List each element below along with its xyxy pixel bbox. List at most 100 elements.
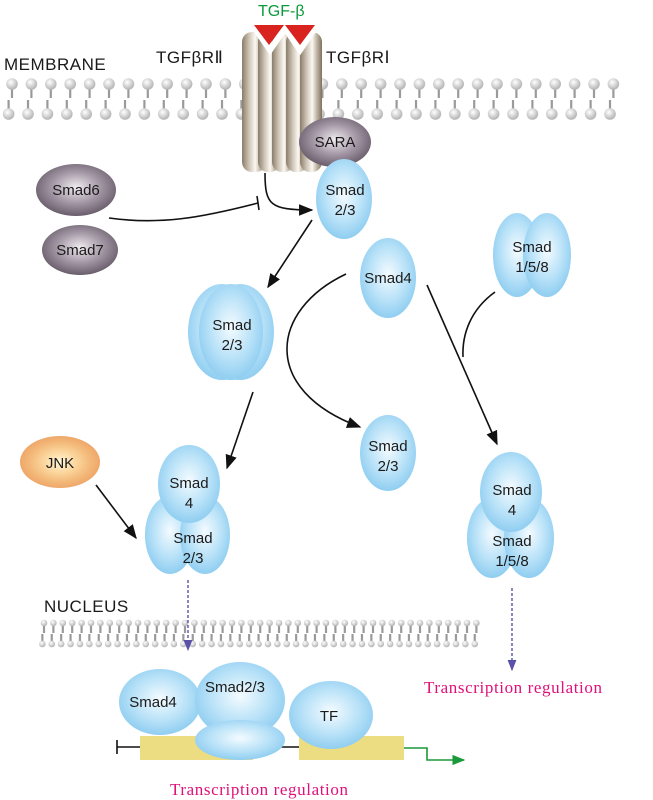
lipid-pair — [386, 619, 396, 648]
lipid-pair — [264, 619, 273, 648]
right-complex-bottom-line1: Smad — [492, 533, 531, 550]
tgfbr1-label: TGFβRⅠ — [326, 48, 390, 67]
lipid-pair — [236, 619, 245, 648]
dna-smad23-node-lower — [195, 720, 285, 760]
lipid-pair — [452, 619, 461, 648]
lipid-pair — [565, 78, 581, 120]
dna-smad4-node — [119, 669, 201, 735]
smad158-free-line1: Smad — [512, 239, 551, 256]
smad7-label: Smad7 — [56, 242, 104, 259]
lipid-pair — [302, 619, 311, 648]
lipid-pair — [604, 78, 620, 120]
lipid-pair — [39, 619, 48, 648]
lipid-pair — [177, 78, 193, 120]
lipid-pair — [349, 619, 358, 648]
lipid-pair — [142, 619, 151, 648]
dna-tf-node — [289, 681, 373, 749]
lipid-pair — [95, 619, 104, 648]
smad23-alone-node — [360, 415, 416, 491]
smad158-free-node — [493, 213, 571, 297]
lipid-pair — [424, 619, 433, 648]
lipid-pair — [161, 619, 170, 648]
lipid-pair — [151, 619, 161, 648]
lipid-pair — [330, 619, 339, 648]
smad6-label: Smad6 — [52, 182, 100, 199]
lipid-pair — [584, 78, 600, 120]
membrane-label: MEMBRANE — [4, 55, 106, 74]
lipid-pair — [526, 78, 542, 120]
lipid-pair — [429, 78, 445, 120]
left-complex-top-line2: 4 — [185, 495, 193, 512]
right-complex-top-line2: 4 — [508, 502, 516, 519]
lipid-pair — [76, 619, 85, 648]
smad23-receptor-line1: Smad — [325, 182, 364, 199]
arrow-trimer-to-left-complex — [225, 391, 254, 470]
inhibition-line — [108, 202, 259, 222]
smad23-trimer-line1: Smad — [212, 317, 251, 334]
lipid-pair — [274, 619, 283, 648]
lipid-pair — [396, 619, 405, 648]
lipid-pair — [245, 619, 255, 648]
smad23-alone-line1: Smad — [368, 438, 407, 455]
tgf-beta-label: TGF-β — [258, 3, 305, 20]
smad23-alone-line2: 2/3 — [378, 458, 399, 475]
inhibition-bar — [256, 195, 260, 211]
lipid-pair — [133, 619, 142, 648]
lipid-pair — [339, 619, 349, 648]
arrow-smad4-to-smad23 — [286, 273, 362, 428]
lipid-pair — [410, 78, 426, 120]
left-complex-node — [145, 445, 230, 574]
lipid-pair — [352, 78, 368, 120]
lipid-pair — [80, 78, 96, 120]
transcription-regulation-right: Transcription regulation — [424, 678, 603, 697]
lipid-pair — [170, 619, 179, 648]
sara-label: SARA — [315, 134, 356, 151]
dna-smad4-label: Smad4 — [129, 694, 177, 711]
activation-arrow — [264, 172, 314, 216]
lipid-pair — [198, 619, 208, 648]
lipid-pair — [468, 78, 484, 120]
lipid-pair — [546, 78, 561, 120]
sara-node — [299, 117, 371, 167]
right-complex-node — [467, 452, 554, 578]
lipid-pair — [2, 78, 18, 120]
smad23-receptor-node — [316, 159, 372, 239]
left-complex-bottom-line1: Smad — [173, 530, 212, 547]
lipid-pair — [86, 619, 95, 648]
left-complex-top-line1: Smad — [169, 475, 208, 492]
lipid-pair — [48, 619, 57, 648]
lipid-pair — [61, 78, 76, 120]
lipid-pair — [196, 78, 212, 120]
lipid-pair — [189, 619, 198, 648]
nucleus-label: NUCLEUS — [44, 597, 129, 616]
lipid-pair — [390, 78, 406, 120]
lipid-pair — [433, 619, 443, 648]
tgf-beta-ligand-icon — [254, 25, 284, 45]
lipid-pair — [123, 619, 132, 648]
lipid-pair — [283, 619, 292, 648]
smad158-free-line2: 1/5/8 — [515, 259, 548, 276]
lipid-pair — [377, 619, 386, 648]
lipid-pair — [449, 78, 465, 120]
smad23-trimer-line2: 2/3 — [222, 337, 243, 354]
lipid-pair — [321, 619, 330, 648]
smad158-join-line — [462, 291, 496, 358]
lipid-pair — [227, 619, 236, 648]
receptor-complex — [242, 22, 322, 172]
arrow-to-trimer — [267, 219, 313, 289]
ligand-binding-notch — [252, 22, 318, 56]
jnk-node — [20, 436, 100, 488]
lipid-pair — [471, 619, 480, 648]
lipid-pair — [487, 78, 503, 120]
lipid-pair — [119, 78, 135, 120]
lipid-pair — [368, 619, 377, 648]
lipid-pair — [292, 619, 302, 648]
smad4-free-label: Smad4 — [364, 270, 412, 287]
lipid-pair — [158, 78, 173, 120]
lipid-pair — [405, 619, 414, 648]
lipid-pair — [415, 619, 424, 648]
lipid-pair — [255, 619, 264, 648]
dna-tf-label: TF — [320, 708, 338, 725]
right-complex-top-line1: Smad — [492, 482, 531, 499]
